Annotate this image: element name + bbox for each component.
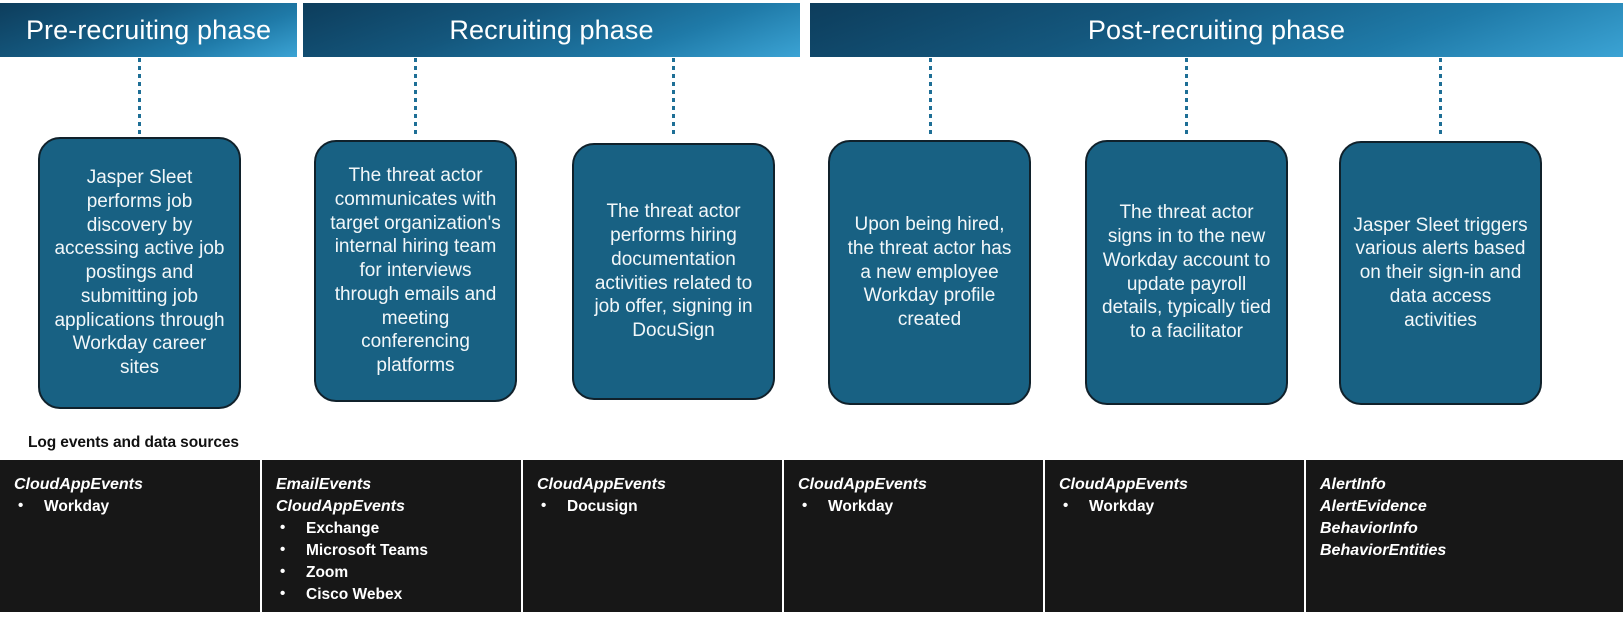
step-box-3[interactable]: The threat actor performs hiring documen… <box>572 143 775 400</box>
log-events-caption: Log events and data sources <box>28 434 239 451</box>
source-item-list: Docusign <box>537 495 782 518</box>
source-item: Microsoft Teams <box>276 539 521 562</box>
connector-line-5 <box>1185 58 1188 136</box>
connector-line-4 <box>929 58 932 136</box>
step-box-6[interactable]: Jasper Sleet triggers various alerts bas… <box>1339 141 1542 405</box>
phase-band-pre-recruiting: Pre-recruiting phase <box>0 3 297 57</box>
phase-band-label: Post-recruiting phase <box>1087 14 1346 45</box>
source-item: Exchange <box>276 517 521 540</box>
connector-line-3 <box>672 58 675 136</box>
source-table-name: AlertInfo <box>1320 476 1386 493</box>
source-table-name: CloudAppEvents <box>1059 476 1188 493</box>
connector-line-2 <box>414 58 417 136</box>
step-box-text: The threat actor communicates with targe… <box>330 165 501 377</box>
step-box-text: The threat actor signs in to the new Wor… <box>1102 202 1271 342</box>
connector-line-6 <box>1439 58 1442 136</box>
source-table-name: CloudAppEvents <box>798 476 927 493</box>
source-item: Workday <box>798 495 1043 518</box>
step-box-text: Jasper Sleet performs job discovery by a… <box>54 167 225 379</box>
source-cell-6: AlertInfo AlertEvidence BehaviorInfo Beh… <box>1306 460 1623 612</box>
step-box-text: The threat actor performs hiring documen… <box>594 201 753 341</box>
source-item: Docusign <box>537 495 782 518</box>
phase-band-label: Pre-recruiting phase <box>25 14 272 45</box>
step-box-2[interactable]: The threat actor communicates with targe… <box>314 140 517 402</box>
source-cell-3: CloudAppEvents Docusign <box>523 460 784 612</box>
source-item: Cisco Webex <box>276 583 521 606</box>
source-table-name: CloudAppEvents <box>276 497 405 515</box>
source-cell-5: CloudAppEvents Workday <box>1045 460 1306 612</box>
source-item: Zoom <box>276 561 521 584</box>
step-box-1[interactable]: Jasper Sleet performs job discovery by a… <box>38 137 241 409</box>
source-cell-1: CloudAppEvents Workday <box>0 460 262 612</box>
step-box-text: Upon being hired, the threat actor has a… <box>847 214 1012 331</box>
step-box-text: Jasper Sleet triggers various alerts bas… <box>1353 214 1528 331</box>
log-sources-table: CloudAppEvents Workday EmailEvents Cloud… <box>0 460 1623 612</box>
source-item-list: Exchange Microsoft Teams Zoom Cisco Webe… <box>276 517 521 606</box>
phase-band-label: Recruiting phase <box>449 14 654 45</box>
source-item-list: Workday <box>798 495 1043 518</box>
source-cell-4: CloudAppEvents Workday <box>784 460 1045 612</box>
source-item-list: Workday <box>1059 495 1304 518</box>
source-item: Workday <box>1059 495 1304 518</box>
source-item: Workday <box>14 495 260 518</box>
connector-line-1 <box>138 58 141 136</box>
source-item-list: Workday <box>14 495 260 518</box>
phase-band-recruiting: Recruiting phase <box>303 3 800 57</box>
step-box-4[interactable]: Upon being hired, the threat actor has a… <box>828 140 1031 405</box>
source-cell-2: EmailEvents CloudAppEvents Exchange Micr… <box>262 460 523 612</box>
step-box-5[interactable]: The threat actor signs in to the new Wor… <box>1085 140 1288 405</box>
source-table-name: BehaviorInfo <box>1320 519 1418 537</box>
source-table-name: BehaviorEntities <box>1320 541 1447 559</box>
source-table-name: EmailEvents <box>276 476 372 493</box>
source-table-name: AlertEvidence <box>1320 497 1427 515</box>
source-table-name: CloudAppEvents <box>14 476 143 493</box>
phase-band-post-recruiting: Post-recruiting phase <box>810 3 1623 57</box>
source-table-name: CloudAppEvents <box>537 476 666 493</box>
phase-band-row: Pre-recruiting phase Recruiting phase Po… <box>0 0 1623 57</box>
